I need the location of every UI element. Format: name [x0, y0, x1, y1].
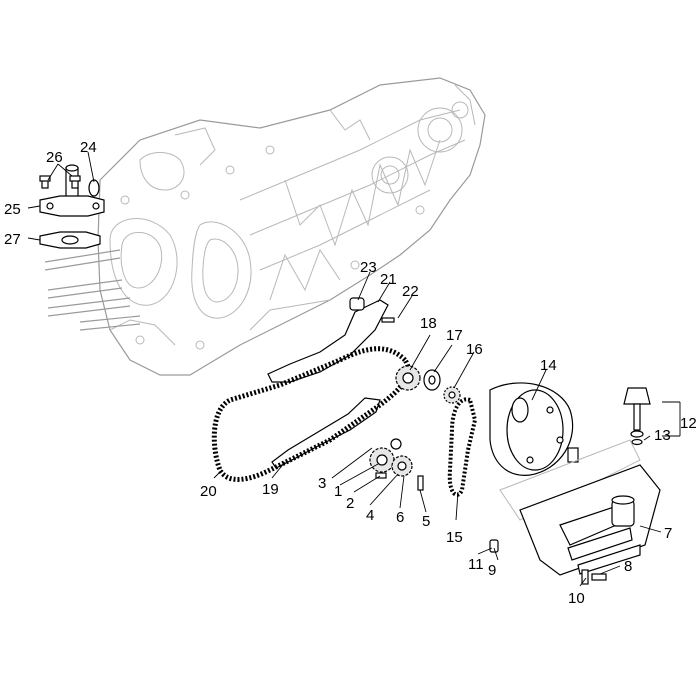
callout-10: 10 — [568, 590, 585, 607]
callout-27: 27 — [4, 231, 21, 248]
callout-24: 24 — [80, 139, 97, 156]
chain-guide-lower — [271, 397, 381, 469]
callout-26: 26 — [46, 149, 63, 166]
callout-11: 11 — [468, 556, 484, 573]
chain-slider-upper — [267, 297, 395, 383]
sprocket-18 — [395, 365, 421, 391]
callout-19: 19 — [262, 481, 279, 498]
dowel-11 — [489, 539, 499, 553]
callout-2: 2 — [346, 495, 354, 512]
callout-18: 18 — [420, 315, 437, 332]
oil-pump-14 — [489, 382, 579, 476]
callout-21: 21 — [380, 271, 397, 288]
bolt-5 — [417, 475, 424, 491]
callout-20: 20 — [200, 483, 217, 500]
washer-17 — [423, 369, 441, 391]
oil-sump-7 — [499, 439, 661, 576]
callout-6: 6 — [396, 509, 404, 526]
bolt-2 — [375, 472, 387, 479]
callout-9: 9 — [488, 562, 496, 579]
sprocket-16 — [443, 386, 461, 404]
drive-chain-20 — [211, 346, 411, 482]
crankcase-drawing — [44, 77, 486, 376]
callout-17: 17 — [446, 327, 463, 344]
pump-gear-3 — [369, 438, 402, 473]
callout-13: 13 — [654, 427, 671, 444]
callout-22: 22 — [402, 283, 419, 300]
pump-chain-15 — [447, 397, 478, 497]
callout-14: 14 — [540, 357, 557, 374]
oil-dipstick-12 — [623, 387, 651, 446]
callout-labels: 26 24 25 27 23 21 22 18 17 16 14 12 13 7… — [4, 139, 697, 607]
tensioner-gasket — [39, 231, 101, 249]
callout-7: 7 — [664, 525, 672, 542]
o-ring-24 — [88, 179, 100, 197]
callout-12: 12 — [680, 415, 697, 432]
callout-16: 16 — [466, 341, 483, 358]
chain-tensioner — [39, 164, 105, 217]
callout-23: 23 — [360, 259, 377, 276]
leader-lines — [27, 151, 681, 587]
callout-25: 25 — [4, 201, 21, 218]
callout-8: 8 — [624, 558, 632, 575]
gear-6 — [391, 455, 413, 477]
callout-4: 4 — [366, 507, 374, 524]
callout-3: 3 — [318, 475, 326, 492]
callout-15: 15 — [446, 529, 463, 546]
callout-5: 5 — [422, 513, 430, 530]
callout-1: 1 — [334, 483, 342, 500]
screw-8-10 — [581, 569, 607, 585]
